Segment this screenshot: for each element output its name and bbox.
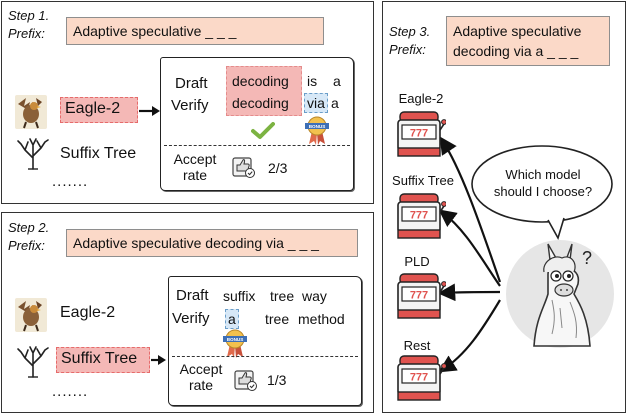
step2-draft-token-3: way	[302, 288, 327, 304]
step2-verify-token-1: a	[225, 309, 239, 329]
step3-prefix-line-2: decoding via a _ _ _	[453, 43, 579, 59]
step1-draft-token-1: decoding	[232, 73, 289, 89]
step2-verify-token-3: method	[298, 311, 345, 327]
step1-verify-token-1: decoding	[232, 95, 289, 111]
tree-icon	[16, 136, 50, 170]
step1-suffix-label: Suffix Tree	[60, 145, 137, 162]
step2-rate-word: rate	[188, 377, 214, 393]
step3-model-label-3: PLD	[404, 254, 430, 269]
slot-digits: 777	[410, 290, 428, 302]
slot-machine-icon: 777	[396, 192, 447, 240]
slot-machine-icon: 777	[396, 110, 447, 158]
slot-machine-icon: 777	[396, 272, 447, 320]
speech-bubble-line-2: should I choose?	[493, 184, 593, 199]
step2-suffix-label: Suffix Tree	[56, 347, 150, 373]
step3-model-label-1: Eagle-2	[398, 91, 444, 106]
step3-prefix-box: Adaptive speculative decoding via a _ _ …	[446, 16, 610, 66]
selection-arrows	[437, 136, 502, 373]
step1-draft-label: Draft	[175, 75, 208, 92]
eagle-icon	[12, 92, 50, 132]
step1-verify-label: Verify	[171, 97, 209, 114]
step2-prefix-label: Prefix:	[8, 238, 45, 253]
step2-eagle-label: Eagle-2	[60, 304, 116, 321]
step1-label: Step 1.	[8, 8, 50, 23]
step1-prefix-box: Adaptive speculative _ _ _	[66, 17, 324, 45]
bonus-badge-icon: BONUS	[304, 115, 330, 145]
step2-draft-label: Draft	[176, 287, 209, 304]
step2-accept-label: Accept rate	[176, 361, 226, 393]
bonus-badge-icon: BONUS	[222, 328, 248, 358]
step1-verify-token-3: a	[331, 95, 339, 111]
step1-accept-word: Accept	[173, 151, 217, 167]
step2-draft-token-1: suffix	[223, 288, 256, 304]
slot-digits: 777	[410, 128, 428, 140]
step1-eagle-label: Eagle-2	[60, 97, 138, 123]
thumbs-up-icon	[233, 367, 259, 393]
step2-label: Step 2.	[8, 220, 50, 235]
bonus-badge-text: BONUS	[309, 124, 326, 129]
step2-arrow	[151, 355, 166, 365]
slot-digits: 777	[410, 372, 428, 384]
step3-model-label-2: Suffix Tree	[392, 173, 454, 188]
step2-accept-score: 1/3	[267, 372, 287, 388]
step1-prefix-label: Prefix:	[8, 26, 45, 41]
step3-prefix-label: Prefix:	[389, 42, 426, 57]
step3-model-label-4: Rest	[403, 338, 431, 353]
step2-verify-token-2: tree	[265, 311, 290, 327]
eagle-icon	[12, 295, 50, 335]
step1-draft-token-3: a	[333, 73, 341, 89]
step3-prefix-line-1: Adaptive speculative	[453, 23, 582, 39]
step2-more-models: .......	[52, 383, 89, 400]
step1-draft-token-2: is	[307, 73, 318, 89]
step3-label: Step 3.	[389, 24, 431, 39]
step2-card-divider	[172, 356, 358, 357]
step2-accept-word: Accept	[179, 361, 223, 377]
tree-icon	[16, 344, 50, 378]
step2-draft-token-2: tree	[270, 288, 295, 304]
step1-accept-label: Accept rate	[170, 151, 220, 183]
step1-accept-score: 2/3	[268, 160, 288, 176]
question-mark: ?	[582, 248, 592, 268]
step1-matched-block	[226, 66, 302, 116]
step2-verify-card	[168, 276, 362, 406]
step1-more-models: .......	[52, 173, 89, 190]
step2-prefix-box: Adaptive speculative decoding via _ _ _	[66, 229, 358, 257]
speech-bubble-text: Which model should I choose?	[478, 166, 608, 200]
check-icon	[251, 122, 275, 139]
thumbs-up-icon	[231, 154, 257, 180]
speech-bubble	[471, 145, 613, 240]
step2-verify-label: Verify	[172, 310, 210, 327]
slot-digits: 777	[410, 210, 428, 222]
step1-card-divider	[164, 145, 350, 146]
step1-verify-token-2: via	[304, 93, 328, 113]
step1-arrow	[139, 106, 160, 116]
bonus-badge-text: BONUS	[227, 337, 244, 342]
speech-bubble-line-1: Which model	[505, 167, 581, 182]
slot-machine-icon: 777	[396, 354, 447, 402]
llama-icon: ?	[504, 238, 616, 350]
step1-rate-word: rate	[182, 167, 208, 183]
